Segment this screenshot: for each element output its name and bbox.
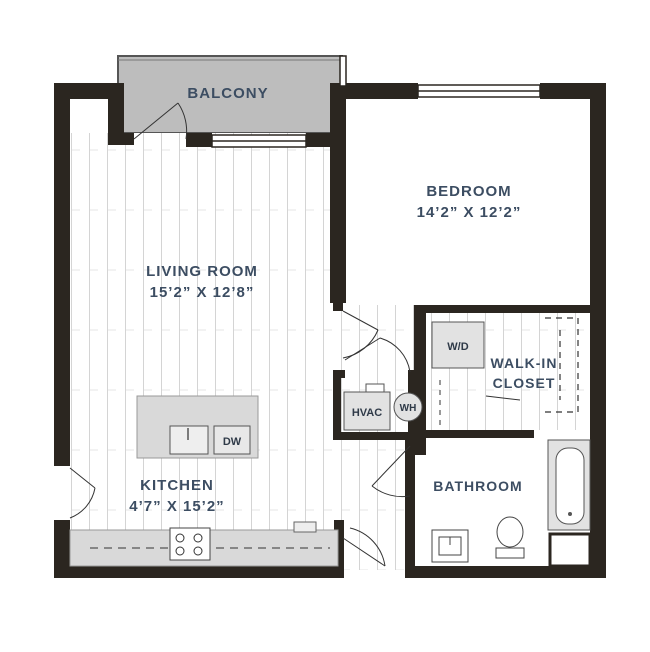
bedroom-label: BEDROOM bbox=[426, 183, 511, 200]
dw-label: DW bbox=[223, 436, 242, 448]
hvac-unit bbox=[343, 383, 391, 431]
bathroom-vanity bbox=[431, 529, 469, 563]
walls bbox=[54, 83, 606, 578]
kitchen-island bbox=[136, 395, 259, 459]
kitchen-counter bbox=[69, 521, 339, 567]
living-room-size: 15’2” X 12’8” bbox=[150, 284, 255, 301]
kitchen-size: 4’7” X 15’2” bbox=[129, 498, 224, 515]
toilet bbox=[495, 516, 525, 559]
water-heater bbox=[393, 392, 423, 422]
living-room-label: LIVING ROOM bbox=[146, 263, 258, 280]
doors bbox=[69, 102, 521, 567]
bathtub bbox=[547, 439, 591, 531]
window-living bbox=[211, 134, 307, 148]
kitchen-label: KITCHEN bbox=[140, 477, 214, 494]
hvac-label: HVAC bbox=[352, 407, 382, 419]
window-bedroom bbox=[417, 84, 541, 98]
linen-shelf bbox=[548, 532, 592, 568]
walk-in-label: WALK-IN bbox=[491, 355, 558, 371]
wd-label: W/D bbox=[447, 341, 468, 353]
bathroom-label: BATHROOM bbox=[433, 478, 522, 494]
closet-shelving bbox=[545, 317, 579, 413]
balcony-label: BALCONY bbox=[187, 85, 268, 102]
bedroom-size: 14’2” X 12’2” bbox=[417, 204, 522, 221]
window-balcony-right bbox=[339, 55, 347, 87]
living-floor bbox=[70, 133, 338, 531]
closet-label: CLOSET bbox=[493, 375, 556, 391]
washer-dryer bbox=[431, 321, 485, 369]
balcony bbox=[117, 55, 343, 134]
wh-label: WH bbox=[400, 403, 417, 414]
